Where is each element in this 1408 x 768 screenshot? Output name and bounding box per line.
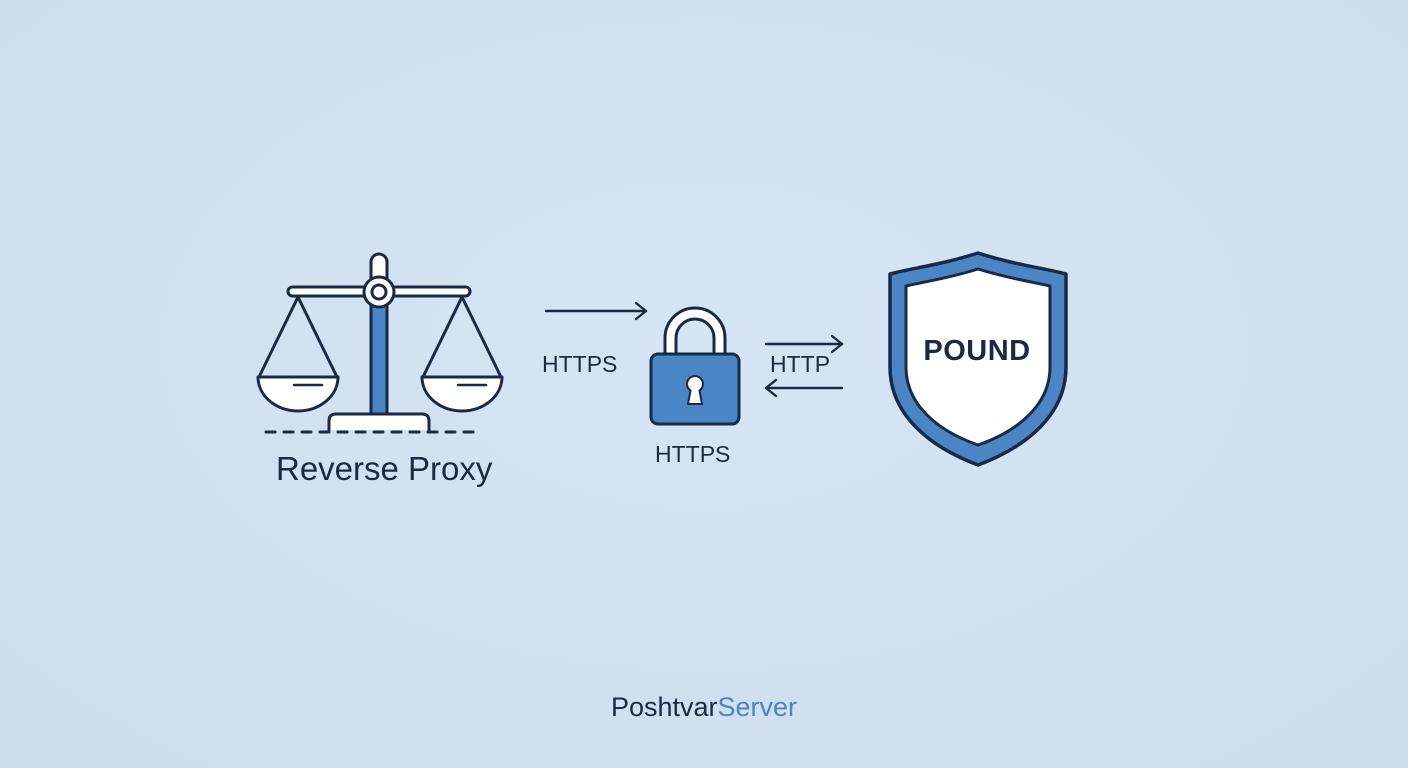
server-label: POUND [923, 335, 1031, 367]
brand-secondary-text: Server [717, 692, 798, 722]
reverse-proxy-label: Reverse Proxy [276, 450, 493, 487]
balance-scale-icon [256, 252, 504, 434]
bidirectional-arrows-icon [764, 334, 844, 398]
shield-icon [888, 251, 1068, 467]
lock-label: HTTPS [655, 441, 731, 467]
arrow-right-icon [544, 301, 648, 321]
brand-primary-text: Poshtvar [610, 692, 718, 722]
client-link-label: HTTPS [542, 351, 618, 377]
backend-link-label: HTTP [770, 351, 831, 377]
brand-logo: PoshtvarServer [0, 692, 1408, 723]
padlock-icon [649, 306, 741, 426]
